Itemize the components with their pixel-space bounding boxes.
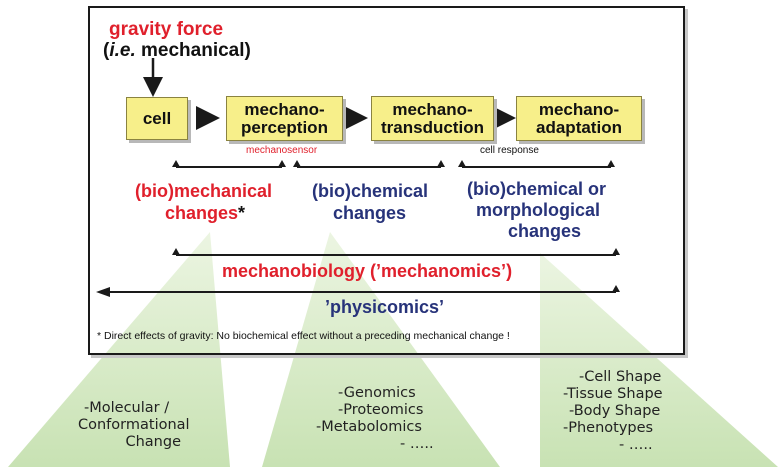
footnote: * Direct effects of gravity: No biochemi… xyxy=(97,330,510,342)
list-item: -Molecular / xyxy=(84,400,170,416)
gravity-force-label: gravity force xyxy=(109,19,224,40)
cone-mechanical xyxy=(8,232,230,467)
list-item: -Phenotypes xyxy=(563,420,654,436)
box-mechanoadaptation-line2: adaptation xyxy=(536,117,622,137)
list-item: - ….. xyxy=(400,436,434,452)
box-mechanoperception: mechano- perception xyxy=(226,96,343,141)
box-mechanoperception-line2: perception xyxy=(241,117,328,137)
box-mechanoadaptation-line1: mechano- xyxy=(538,99,620,119)
morph-changes-line3: changes xyxy=(508,221,582,241)
cell-response-label: cell response xyxy=(480,145,539,156)
bracket-mechanical xyxy=(172,160,286,168)
list-item: Change xyxy=(125,434,181,450)
mechanobiology-bracket xyxy=(172,248,620,256)
physicomics-arrow xyxy=(96,285,620,297)
box-mechanotransduction-line1: mechano- xyxy=(392,99,473,119)
asterisk: * xyxy=(238,203,246,223)
bracket-chemical xyxy=(293,160,445,168)
list-item: -Cell Shape xyxy=(579,369,662,385)
list-item: -Body Shape xyxy=(569,403,661,419)
mechanical-changes-word: changes xyxy=(165,203,239,223)
ie-text: i.e. xyxy=(109,40,136,61)
mechanical-label: (i.e. mechanical) xyxy=(103,41,251,60)
list-morphological: -Cell Shape -Tissue Shape -Body Shape -P… xyxy=(563,369,663,454)
physicomics-label: ’physicomics’ xyxy=(325,297,445,317)
list-chemical: -Genomics -Proteomics -Metabolomics - ….… xyxy=(316,385,434,453)
morph-changes-line1: (bio)chemical or xyxy=(467,179,607,199)
cone-morphological xyxy=(540,253,778,467)
box-mechanoperception-line1: mechano- xyxy=(244,99,325,119)
cone-chemical xyxy=(262,232,500,467)
morph-changes-line2: morphological xyxy=(476,200,601,220)
list-item: -Tissue Shape xyxy=(563,386,663,402)
box-cell: cell xyxy=(126,97,188,140)
list-item: -Genomics xyxy=(338,385,416,401)
paren-open: ( xyxy=(103,40,110,61)
diagram-frame xyxy=(88,6,685,355)
box-mechanoadaptation: mechano- adaptation xyxy=(516,96,642,141)
chemical-changes-line1: (bio)chemical xyxy=(312,181,429,201)
mechanical-changes-line1: (bio)mechanical xyxy=(135,181,273,201)
bracket-morphological xyxy=(458,160,615,168)
mechanobiology-label: mechanobiology (’mechanomics’) xyxy=(222,261,513,281)
mechanical-text: mechanical) xyxy=(135,40,251,61)
list-item: - ….. xyxy=(619,437,653,453)
list-item: -Metabolomics xyxy=(316,419,422,435)
box-mechanotransduction: mechano- transduction xyxy=(371,96,494,141)
box-cell-label: cell xyxy=(142,108,172,128)
box-mechanotransduction-line2: transduction xyxy=(381,117,484,137)
mechanical-changes-line2: changes* xyxy=(165,204,245,222)
list-mechanical: -Molecular / Conformational Change xyxy=(78,400,190,451)
list-item: Conformational xyxy=(78,417,190,433)
list-item: -Proteomics xyxy=(338,402,424,418)
chemical-changes-line2: changes xyxy=(333,203,407,223)
mechanosensor-label: mechanosensor xyxy=(246,145,318,156)
